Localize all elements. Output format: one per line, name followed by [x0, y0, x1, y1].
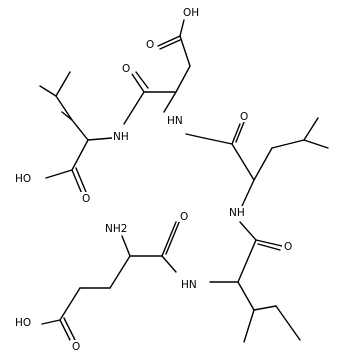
bond [39, 85, 57, 97]
bond [255, 239, 283, 247]
bond [109, 255, 131, 289]
oxygen-label: O [284, 241, 292, 253]
nh-label: NH [229, 207, 245, 219]
oxygen-label: O [72, 341, 80, 353]
bond [303, 139, 329, 149]
nh2-label: NH2 [105, 223, 127, 235]
oxygen-label: O [240, 111, 248, 123]
bond [161, 221, 177, 257]
oxygen-label: O [122, 63, 130, 75]
bond [63, 317, 77, 343]
bond [71, 169, 83, 195]
bond [179, 35, 191, 67]
bond [165, 219, 181, 255]
bond [61, 111, 73, 121]
bond [59, 287, 81, 321]
ho-label: HO [15, 173, 31, 185]
ho-label: HO [15, 317, 31, 329]
bond [55, 95, 73, 121]
bond [271, 139, 305, 149]
bond [231, 143, 255, 181]
bond-layer [39, 19, 329, 345]
bond [87, 137, 113, 141]
bond [239, 221, 257, 241]
oxygen-label: O [82, 193, 90, 205]
bond [71, 139, 89, 171]
bond [257, 243, 281, 251]
bond [135, 71, 149, 89]
bond [303, 117, 319, 141]
bond [237, 239, 257, 283]
bond [275, 305, 301, 341]
bond [203, 137, 233, 145]
bond [157, 35, 181, 47]
bond [163, 91, 177, 113]
bond [235, 121, 245, 143]
bond [175, 65, 191, 93]
atom-labels: OH O O NH HN O HO O NH NH2 O O HN HO O [14, 6, 294, 353]
oxygen-label: O [180, 211, 188, 223]
bond [123, 91, 145, 125]
bond [131, 73, 145, 93]
bond [253, 305, 277, 311]
bond [71, 119, 89, 141]
bond [45, 169, 73, 179]
bond [185, 133, 205, 139]
bond [237, 281, 255, 311]
nh-label: NH [113, 131, 129, 143]
bond [231, 123, 241, 145]
bond [161, 255, 177, 273]
bond [243, 309, 255, 343]
hn-label: HN [181, 279, 197, 291]
bond [121, 235, 131, 257]
bond [75, 167, 87, 193]
bond [55, 71, 71, 97]
bond [159, 39, 181, 50]
bond [241, 179, 255, 207]
bond [253, 147, 273, 181]
oxygen-label: O [146, 39, 154, 51]
bond [179, 19, 185, 37]
hn-label: HN [167, 115, 183, 127]
bond [41, 319, 61, 325]
oh-label: OH [183, 7, 199, 19]
